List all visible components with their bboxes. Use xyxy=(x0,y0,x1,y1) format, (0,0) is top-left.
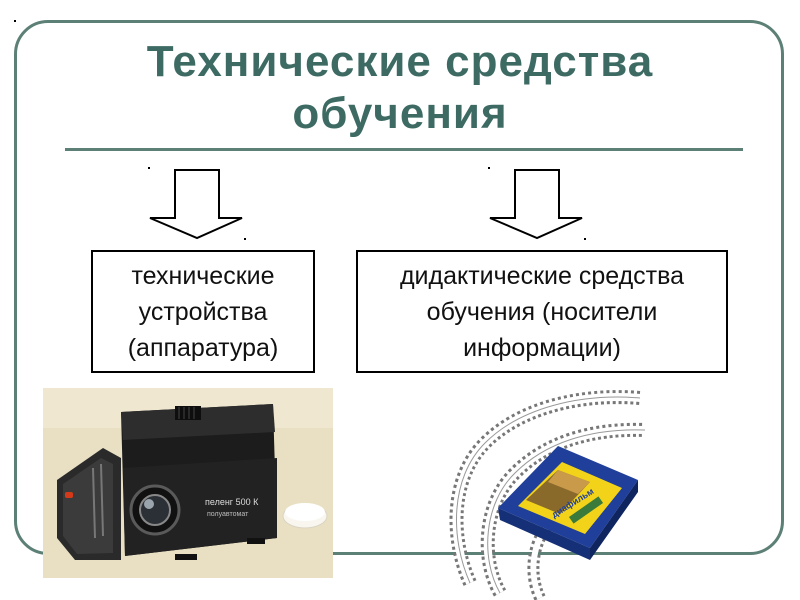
decor-dot xyxy=(244,238,246,240)
slide-title: Технические средства обучения xyxy=(40,36,760,140)
decor-dot xyxy=(14,20,16,22)
filmstrip-image: диафильм xyxy=(449,390,646,600)
right-box-line-1: дидактические средства xyxy=(399,261,685,290)
right-box-line-2: обучения (носители xyxy=(426,297,658,326)
title-line-1: Технические средства xyxy=(146,37,654,86)
decor-dot xyxy=(488,167,490,169)
left-box-line-3: (аппаратура) xyxy=(127,333,279,362)
left-box-line-1: технические xyxy=(131,261,275,290)
slide-projector-image: пеленг 500 К полуавтомат xyxy=(43,388,333,578)
technical-devices-box: технические устройства (аппаратура) xyxy=(91,250,315,373)
slide-frame xyxy=(14,20,784,555)
title-divider xyxy=(65,148,743,151)
projector-label-2: полуавтомат xyxy=(207,511,249,518)
left-box-line-2: устройства xyxy=(138,297,268,326)
decor-dot xyxy=(148,167,150,169)
down-arrow-icon xyxy=(149,169,243,240)
title-line-2: обучения xyxy=(292,89,508,138)
right-box-line-3: информации) xyxy=(463,333,621,362)
projector-label-1: пеленг 500 К xyxy=(205,497,259,507)
down-arrow-icon xyxy=(489,169,583,240)
didactic-means-box: дидактические средства обучения (носител… xyxy=(356,250,728,373)
decor-dot xyxy=(584,238,586,240)
